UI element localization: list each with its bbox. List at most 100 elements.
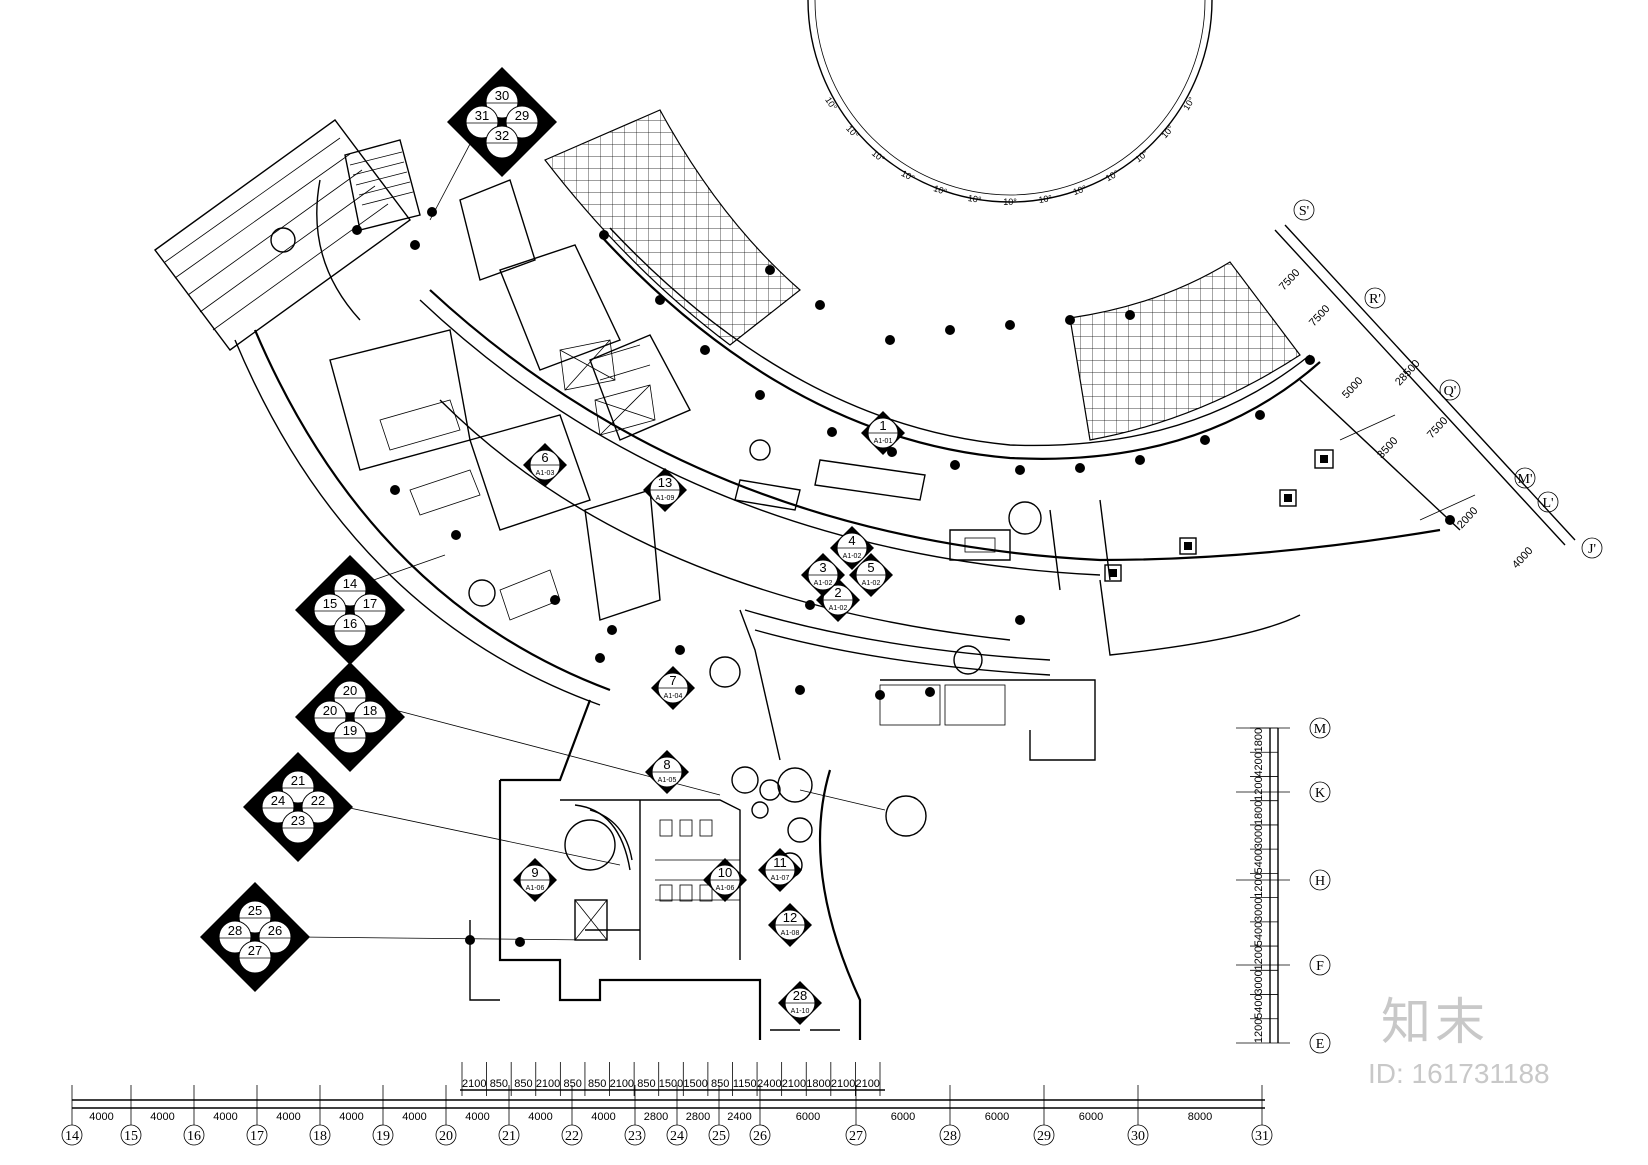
axis-bubble bbox=[1364, 287, 1386, 309]
axis-bubble bbox=[845, 1124, 867, 1146]
key-number: 28 bbox=[228, 923, 242, 938]
axis-bubble bbox=[1309, 954, 1331, 976]
callout-number: 13 bbox=[658, 475, 672, 490]
callout-number: 2 bbox=[834, 585, 841, 600]
callout-number: 7 bbox=[669, 673, 676, 688]
axis-bubble bbox=[1033, 1124, 1055, 1146]
bar-counter bbox=[739, 609, 1096, 761]
key-circle bbox=[333, 573, 367, 607]
upper-dim-value: 1800 bbox=[806, 1078, 830, 1090]
callout-ref: A1-10 bbox=[791, 1008, 810, 1015]
callout-ref: A1-06 bbox=[716, 885, 735, 892]
key-number: 20 bbox=[323, 703, 337, 718]
upper-dim-value: 2100 bbox=[831, 1078, 855, 1090]
degree-label: 10° bbox=[870, 148, 887, 165]
axis-label: 14 bbox=[65, 1129, 79, 1144]
column-dot bbox=[1075, 463, 1085, 473]
callout-number: 6 bbox=[541, 450, 548, 465]
axis-span-dim: 4000 bbox=[276, 1111, 300, 1123]
upper-dim-value: 2100 bbox=[610, 1078, 634, 1090]
axis-bubble bbox=[120, 1124, 142, 1146]
callout-ref: A1-06 bbox=[526, 885, 545, 892]
axis-label: J' bbox=[1588, 542, 1596, 557]
upper-dim-value: 850 bbox=[588, 1078, 606, 1090]
axis-label: 30 bbox=[1131, 1129, 1145, 1144]
axis-label: S' bbox=[1299, 204, 1309, 219]
diag-dim-value: 7500 bbox=[1425, 415, 1450, 441]
axis-span-dim: 4000 bbox=[528, 1111, 552, 1123]
key-diamond bbox=[295, 662, 405, 772]
right-dim-value: 3000 bbox=[1253, 825, 1265, 849]
axis-bubble bbox=[561, 1124, 583, 1146]
key-number: 21 bbox=[291, 773, 305, 788]
right-dim-value: 5400 bbox=[1253, 922, 1265, 946]
right-dim-value: 5400 bbox=[1253, 849, 1265, 873]
axis-bubble bbox=[1309, 781, 1331, 803]
axis-span-dim: 4000 bbox=[89, 1111, 113, 1123]
key-diamond bbox=[295, 555, 405, 665]
section-callout: 8A1-05 bbox=[645, 750, 689, 794]
column-dot bbox=[1135, 455, 1145, 465]
column-dot bbox=[599, 230, 609, 240]
right-dim-value: 4200 bbox=[1253, 752, 1265, 776]
degree-label: 10° bbox=[899, 168, 916, 184]
key-number: 15 bbox=[323, 596, 337, 611]
axis-bubble bbox=[1537, 491, 1559, 513]
callout-ref: A1-02 bbox=[829, 605, 848, 612]
callout-number: 4 bbox=[848, 533, 855, 548]
lobby-furniture bbox=[270, 227, 1042, 688]
key-circle bbox=[301, 790, 335, 824]
axis-span-dim: 2800 bbox=[686, 1111, 710, 1123]
column-dot bbox=[805, 600, 815, 610]
column-dot bbox=[1255, 410, 1265, 420]
callout-number: 11 bbox=[773, 855, 787, 870]
key-number: 25 bbox=[248, 903, 262, 918]
key-number: 16 bbox=[343, 616, 357, 631]
callout-number: 5 bbox=[867, 560, 874, 575]
key-number: 24 bbox=[271, 793, 285, 808]
axis-span-dim: 4000 bbox=[402, 1111, 426, 1123]
upper-dim-value: 1150 bbox=[733, 1078, 757, 1090]
degree-label: 10° bbox=[1072, 183, 1089, 197]
section-callouts: 1A1-012A1-023A1-024A1-025A1-026A1-037A1-… bbox=[513, 411, 905, 1025]
axis-bubble bbox=[1514, 467, 1536, 489]
axis-bubble bbox=[1293, 199, 1315, 221]
key-number: 22 bbox=[311, 793, 325, 808]
column-dot bbox=[885, 335, 895, 345]
axis-label: E bbox=[1316, 1037, 1325, 1052]
column-dot bbox=[595, 653, 605, 663]
key-circle bbox=[353, 593, 387, 627]
key-circle bbox=[281, 810, 315, 844]
callout-ref: A1-05 bbox=[658, 777, 677, 784]
axis-label: 29 bbox=[1037, 1129, 1051, 1144]
right-axis-line bbox=[1269, 728, 1279, 1043]
rotunda-degree-labels: 10°10°10°10°10°10°10°10°10°10°10°10°10° bbox=[823, 95, 1197, 207]
axis-span-dim: 4000 bbox=[339, 1111, 363, 1123]
degree-label: 10° bbox=[1181, 95, 1197, 112]
axis-bubble bbox=[372, 1124, 394, 1146]
degree-label: 10° bbox=[1133, 148, 1150, 165]
upper-dim-value: 1500 bbox=[659, 1078, 683, 1090]
leader-lines bbox=[299, 124, 721, 941]
right-dim-value: 5400 bbox=[1253, 994, 1265, 1018]
main-curved-walls bbox=[234, 227, 1461, 706]
column-dot bbox=[795, 685, 805, 695]
upper-dim-value: 2100 bbox=[782, 1078, 806, 1090]
degree-label: 10° bbox=[1038, 193, 1053, 205]
axis-span-dim: 2800 bbox=[644, 1111, 668, 1123]
column-dot bbox=[410, 240, 420, 250]
key-number: 26 bbox=[268, 923, 282, 938]
key-number: 32 bbox=[495, 128, 509, 143]
key-number: 23 bbox=[291, 813, 305, 828]
callout-ref: A1-08 bbox=[781, 930, 800, 937]
upper-dim-value: 2100 bbox=[462, 1078, 486, 1090]
axis-span-dim: 8000 bbox=[1188, 1111, 1212, 1123]
axis-label: 19 bbox=[376, 1129, 390, 1144]
key-circle bbox=[281, 770, 315, 804]
axis-label: 31 bbox=[1255, 1129, 1269, 1144]
